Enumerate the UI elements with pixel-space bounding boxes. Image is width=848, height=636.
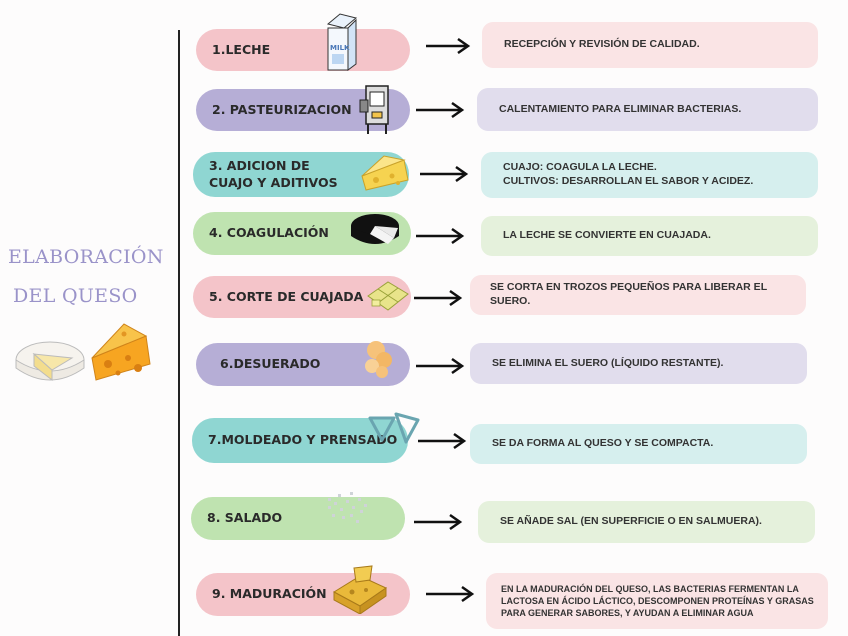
step-7-description-line: SE DA FORMA AL QUESO Y SE COMPACTA. [492,437,714,450]
milk-carton-icon: MILK [326,13,358,71]
mold-shapes-icon [368,412,420,444]
step-8-label: 8. SALADO [207,510,283,526]
aged-cheese-icon [332,565,388,614]
step-1-label: 1.LECHE [212,41,271,57]
cut-curd-icon [367,281,409,311]
step-8-description: SE AÑADE SAL (EN SUPERFICIE O EN SALMUER… [478,501,815,543]
arrow-1-icon [426,37,471,55]
curd-wheel-icon [351,214,399,244]
step-3-pill: 3. ADICION DE CUAJO Y ADITIVOS [193,152,409,197]
step-7-pill: 7.MOLDEADO Y PRENSADO [192,418,408,463]
arrow-2-icon [416,101,465,119]
step-9-label: 9. MADURACIÓN [212,586,327,602]
arrow-6-icon [416,357,465,375]
step-3-description: CUAJO: COAGULA LA LECHE. CULTIVOS: DESAR… [481,152,818,198]
step-1-description-line: RECEPCIÓN Y REVISIÓN DE CALIDAD. [504,38,700,51]
step-9-description: EN LA MADURACIÓN DEL QUESO, LAS BACTERIA… [486,573,828,629]
step-7-description: SE DA FORMA AL QUESO Y SE COMPACTA. [470,424,807,464]
step-4-label: 4. COAGULACIÓN [209,225,329,241]
salt-icon [328,492,367,523]
step-4-description-line: LA LECHE SE CONVIERTE EN CUAJADA. [503,229,711,242]
step-9-description-line-2: LACTOSA EN ÁCIDO LÁCTICO, DESCOMPONEN PR… [501,595,814,606]
step-4-description: LA LECHE SE CONVIERTE EN CUAJADA. [481,216,818,256]
brie-cheese-icon [15,341,85,382]
step-6-label: 6.DESUERADO [220,356,321,372]
arrow-9-icon [426,585,475,603]
step-3-description-line-2: CULTIVOS: DESARROLLAN EL SABOR Y ACIDEZ. [503,175,754,187]
pasteurizer-machine-icon [359,85,389,134]
cheese-wedge-large-icon [91,323,151,381]
step-9-description-line-3: PARA GENERAR SABORES, Y AYUDAN A ELIMINA… [501,608,754,619]
step-3-description-line-1: CUAJO: COAGULA LA LECHE. [503,161,657,174]
step-8-description-line: SE AÑADE SAL (EN SUPERFICIE O EN SALMUER… [500,515,762,528]
timeline-divider [178,30,180,636]
title-line-2: DEL QUESO [13,285,138,307]
svg-text:MILK: MILK [330,44,350,52]
arrow-8-icon [414,513,463,531]
step-1-pill: 1.LECHE [196,29,410,71]
step-3-label: 3. ADICION DE CUAJO Y ADITIVOS [209,158,338,190]
step-5-label: 5. CORTE DE CUAJADA [209,288,364,304]
draining-curd-icon [365,341,392,378]
step-1-description: RECEPCIÓN Y REVISIÓN DE CALIDAD. [482,22,818,68]
step-9-description-line-1: EN LA MADURACIÓN DEL QUESO, LAS BACTERIA… [501,583,799,594]
step-6-description-line: SE ELIMINA EL SUERO (LÍQUIDO RESTANTE). [492,356,724,369]
title-line-1: ELABORACIÓN [8,246,164,268]
step-8-pill: 8. SALADO [191,497,405,540]
cheese-wedge-icon [361,155,409,191]
step-5-description-line: SE CORTA EN TROZOS PEQUEÑOS PARA LIBERAR… [490,281,767,307]
arrow-3-icon [420,165,469,183]
step-7-label: 7.MOLDEADO Y PRENSADO [208,432,398,448]
arrow-5-icon [414,289,463,307]
step-2-description-line: CALENTAMIENTO PARA ELIMINAR BACTERIAS. [499,102,742,115]
step-2-description: CALENTAMIENTO PARA ELIMINAR BACTERIAS. [477,88,818,131]
step-2-label: 2. PASTEURIZACION [212,101,352,117]
step-5-description: SE CORTA EN TROZOS PEQUEÑOS PARA LIBERAR… [470,275,806,315]
step-6-description: SE ELIMINA EL SUERO (LÍQUIDO RESTANTE). [470,343,807,384]
arrow-4-icon [416,227,465,245]
arrow-7-icon [418,432,467,450]
